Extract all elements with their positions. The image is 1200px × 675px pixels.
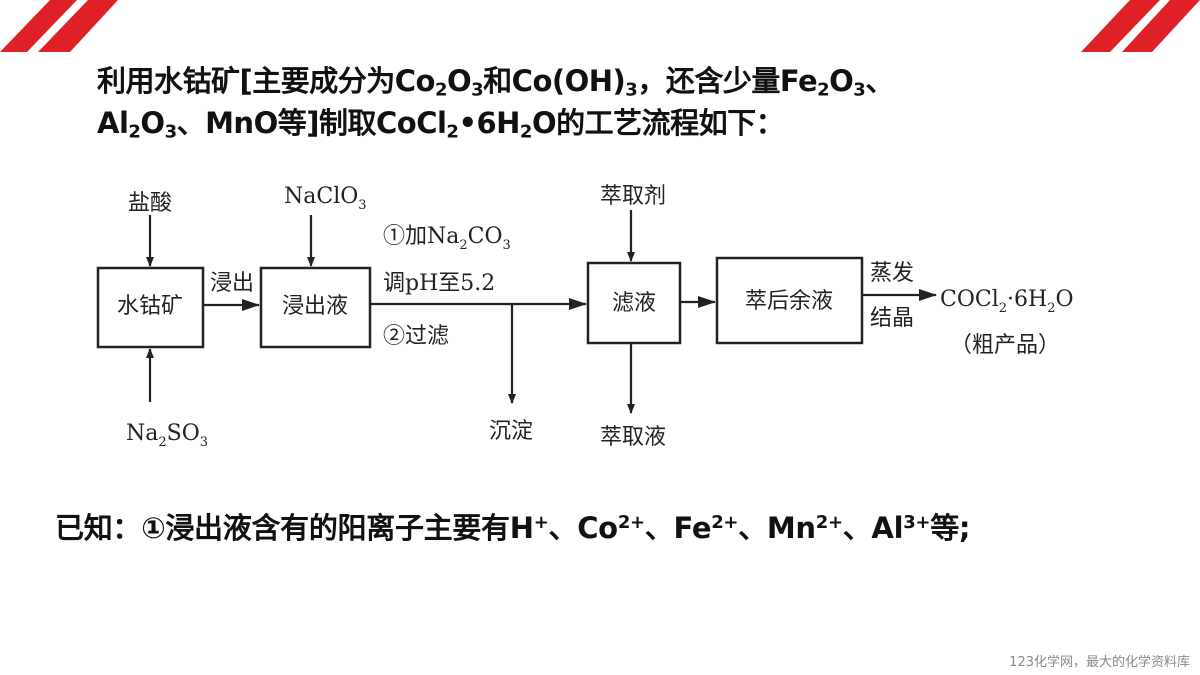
superscript: 3+ [903, 512, 931, 534]
label-step2: ②过滤 [383, 324, 449, 349]
box-raffinate [715, 256, 864, 345]
label-precipitate: 沉淀 [489, 419, 533, 444]
label-filtrate: 滤液 [612, 291, 656, 316]
label-raffinate: 萃后余液 [745, 289, 833, 314]
label-evaporate: 蒸发 [870, 261, 914, 286]
text-segment: Al [97, 106, 129, 140]
watermark: 123化学网，最大的化学资料库 [1009, 655, 1190, 670]
corner-stripes-left [0, 0, 118, 52]
text-segment: 已知：①浸出液含有的阳离子主要有H [55, 511, 534, 545]
subscript: 3 [853, 79, 866, 101]
text-segment: 、Mn [738, 511, 816, 545]
label-crystallize: 结晶 [870, 306, 914, 331]
box-leachate [259, 266, 372, 349]
superscript: 2+ [617, 512, 645, 534]
text-segment: O [140, 106, 165, 140]
box-cobalt-ore [96, 266, 205, 349]
stripe [0, 0, 77, 52]
superscript: 2+ [815, 512, 843, 534]
text-segment: 、Al [842, 511, 904, 545]
subscript: 2 [817, 79, 830, 101]
text-segment: ，还含少量Fe [637, 64, 818, 98]
subscript: 3 [164, 121, 178, 143]
text-segment: 和Co(OH) [483, 64, 626, 98]
question-title-line-2: Al2O3、MnO等]制取CoCl2•6H2O的工艺流程如下： [97, 100, 785, 143]
text-segment: O [829, 64, 854, 98]
label-leach: 浸出 [210, 271, 254, 296]
label-crude-product: （粗产品） [950, 333, 1060, 358]
text-segment: O [446, 64, 472, 98]
text-segment: O的工艺流程如下： [531, 106, 785, 140]
text-segment: 、MnO等]制取CoCl [176, 106, 447, 140]
label-step1: ①加Na2CO3 [383, 224, 511, 253]
corner-stripes-right [1081, 0, 1200, 52]
text-segment: 、 [865, 64, 894, 98]
superscript: + [533, 512, 549, 534]
known-conditions-line: 已知：①浸出液含有的阳离子主要有H+、Co2+、Fe2+、Mn2+、Al3+等; [55, 505, 970, 547]
subscript: 3 [625, 79, 638, 101]
label-cobalt-ore: 水钴矿 [117, 294, 183, 319]
label-product: COCl2·6H2O [940, 287, 1074, 316]
superscript: 2+ [711, 512, 739, 534]
label-leachate: 浸出液 [282, 294, 348, 319]
text-segment: 、Fe [644, 511, 712, 545]
question-title-line-1: 利用水钴矿[主要成分为Co2O3和Co(OH)3，还含少量Fe2O3、 [97, 58, 894, 100]
label-extractant: 萃取剂 [600, 184, 666, 209]
label-extract: 萃取液 [600, 425, 666, 450]
label-hcl: 盐酸 [128, 191, 172, 216]
subscript: 3 [471, 79, 484, 101]
stripe [38, 0, 118, 52]
label-na2so3: Na2SO3 [126, 421, 208, 450]
stripe [1081, 0, 1160, 52]
text-segment: 、Co [548, 511, 619, 545]
label-naclo3: NaClO3 [284, 184, 367, 213]
subscript: 2 [128, 121, 141, 143]
text-segment: •6H [458, 106, 520, 140]
stripe [1122, 0, 1200, 52]
subscript: 2 [446, 121, 459, 143]
text-segment: 利用水钴矿[主要成分为Co [97, 64, 435, 98]
subscript: 2 [519, 121, 533, 143]
subscript: 2 [434, 79, 448, 101]
label-adjust-ph: 调pH至5.2 [383, 271, 495, 296]
text-segment: 等; [930, 511, 971, 545]
